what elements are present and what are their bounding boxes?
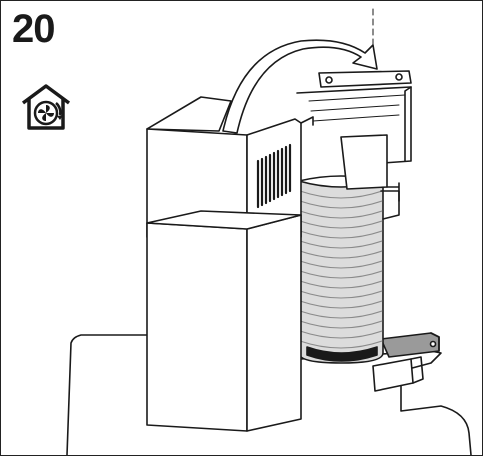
flexible-duct [298,175,384,364]
house-recirculation-fan-icon [21,84,71,130]
upper-bracket [296,8,412,220]
base-bracket [372,332,440,392]
chimney-lower [146,210,302,432]
step-number: 20 [12,7,55,51]
chimney-upper [146,96,302,244]
curved-arrow-icon [222,39,378,134]
hood-canopy [66,334,152,455]
